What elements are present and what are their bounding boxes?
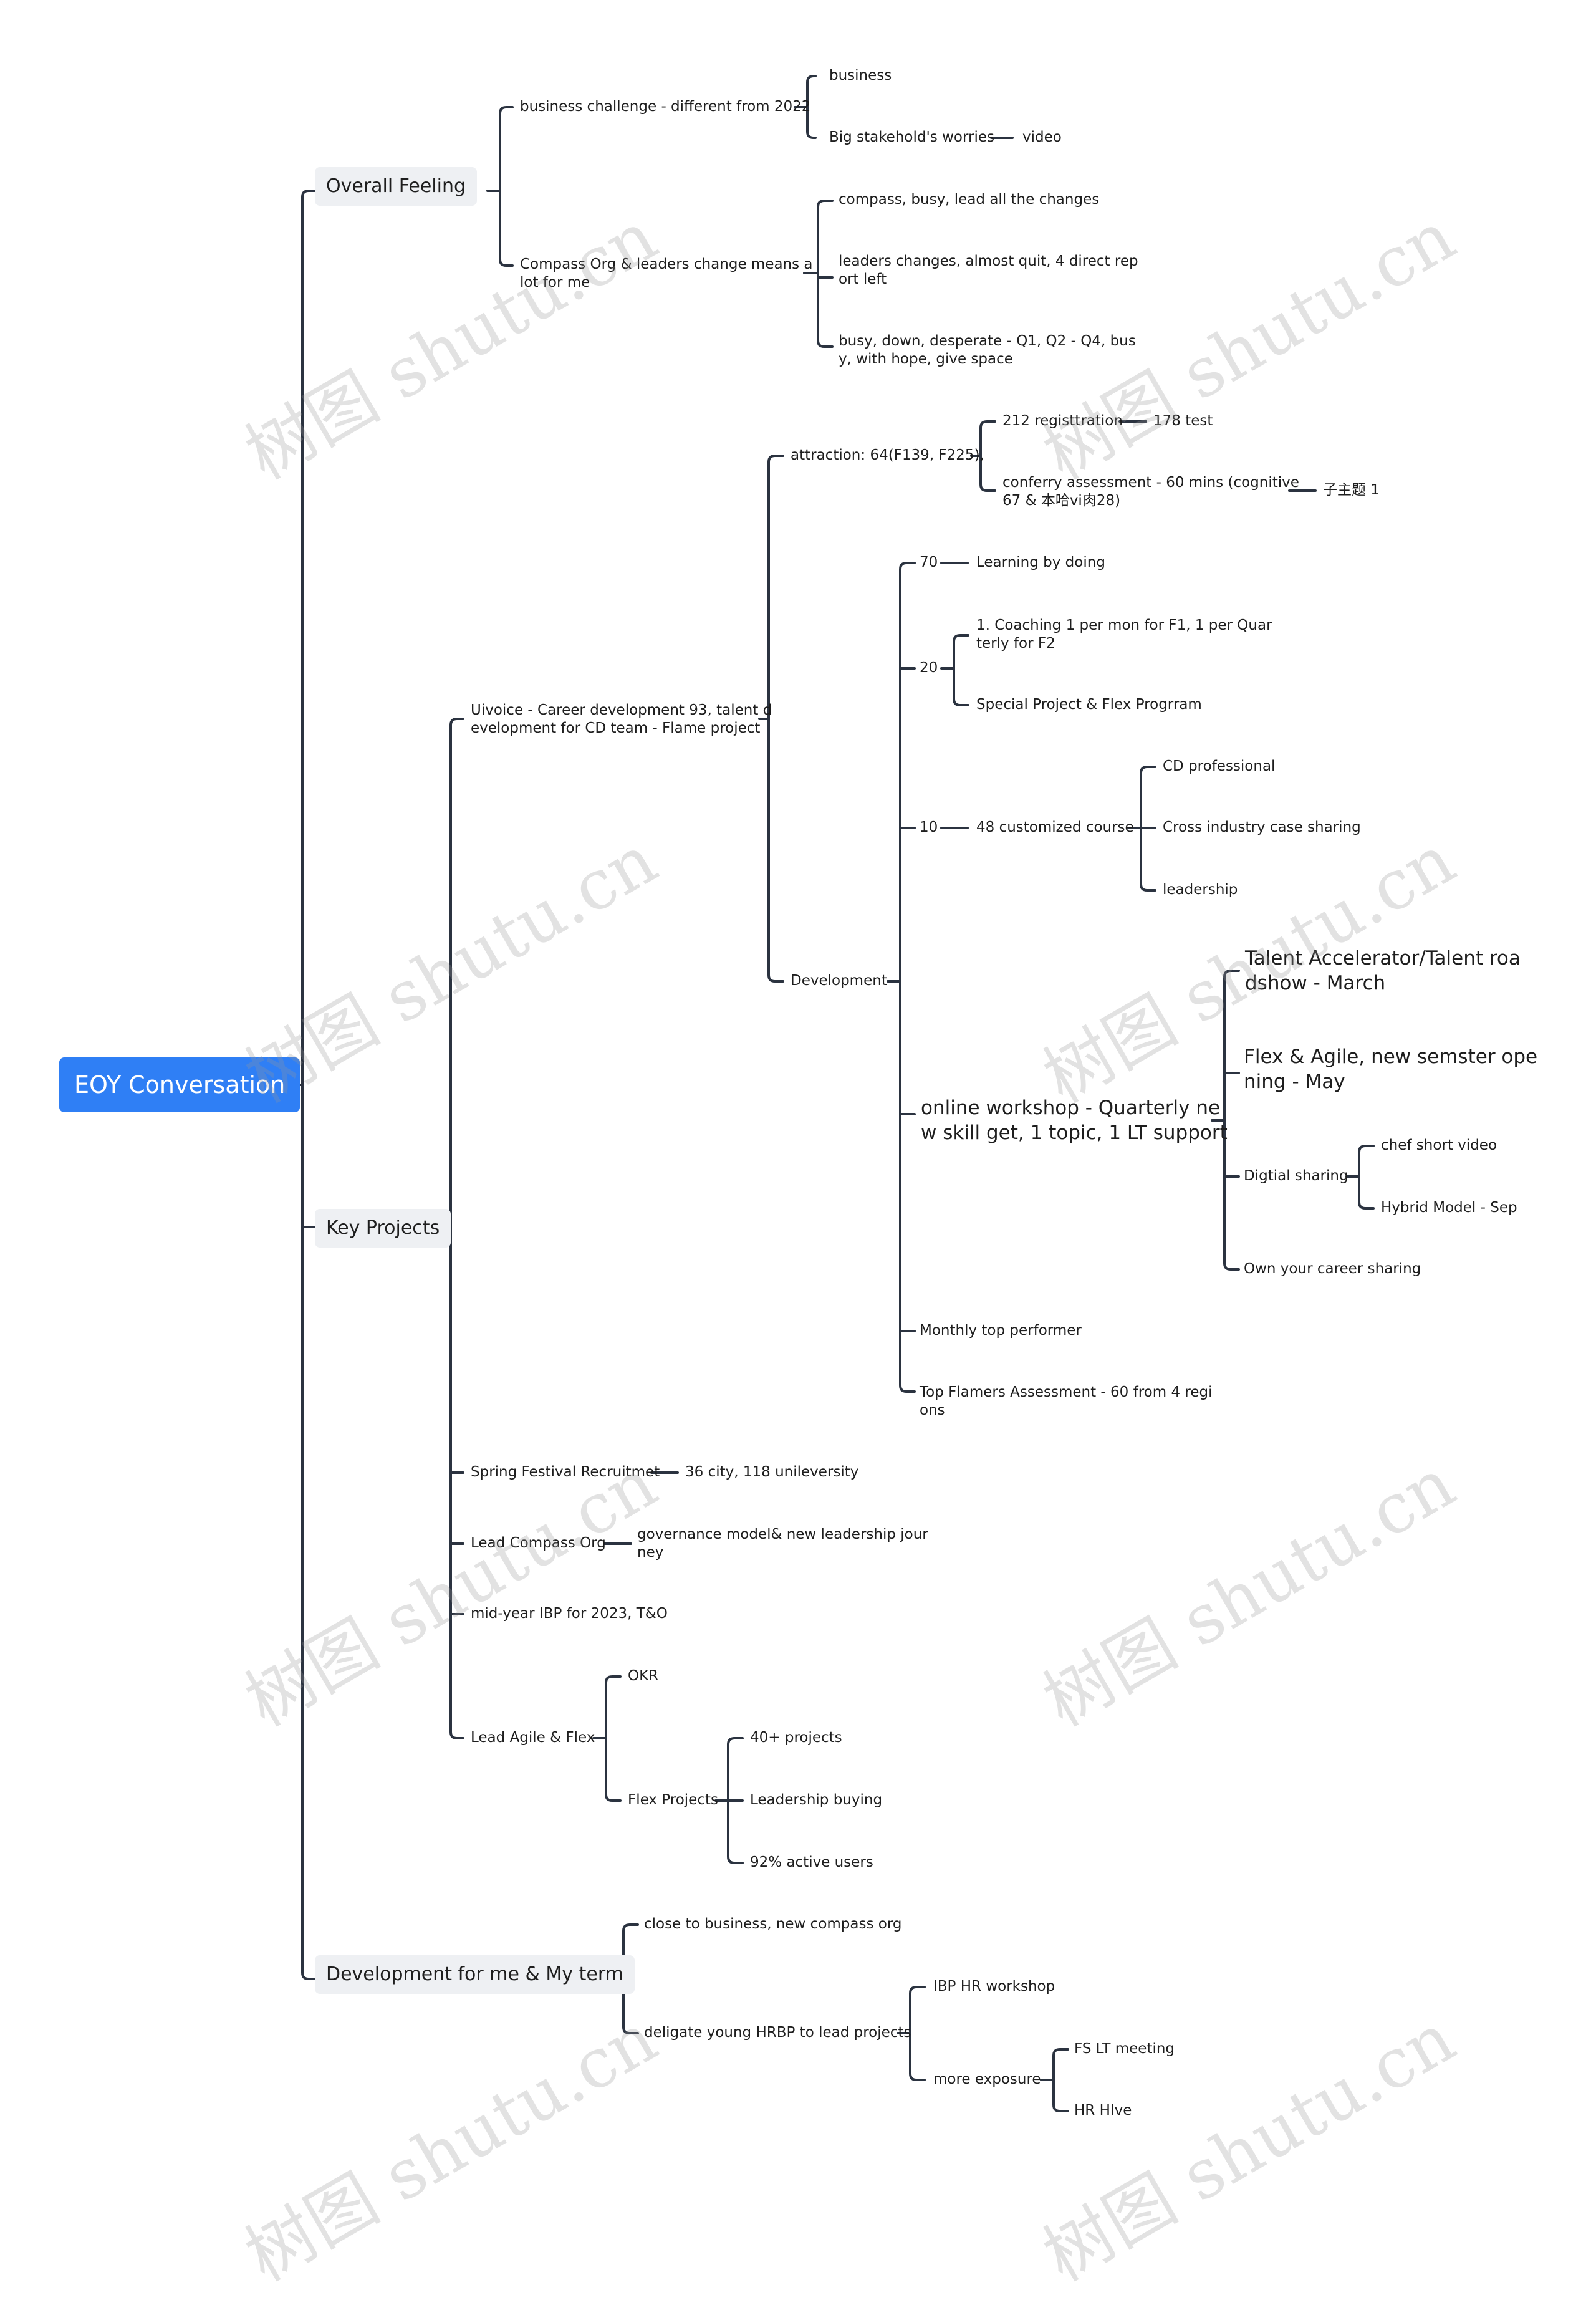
node-chef-video[interactable]: chef short video: [1381, 1137, 1497, 1153]
node-ibp-workshop[interactable]: IBP HR workshop: [933, 1978, 1055, 1994]
node-city-university[interactable]: 36 city, 118 unileversity: [685, 1464, 859, 1480]
node-okr[interactable]: OKR: [628, 1668, 659, 1684]
node-lead-compass[interactable]: Lead Compass Org: [471, 1535, 606, 1551]
node-video[interactable]: video: [1022, 129, 1062, 145]
node-monthly-top[interactable]: Monthly top performer: [920, 1322, 1082, 1339]
topic-development-for-me[interactable]: Development for me & My term: [315, 1955, 635, 1994]
node-20[interactable]: 20: [920, 660, 938, 676]
node-learning-by-doing[interactable]: Learning by doing: [976, 554, 1105, 570]
node-subtopic-1[interactable]: 子主题 1: [1323, 482, 1380, 498]
node-deligate-hrbp[interactable]: deligate young HRBP to lead projects: [644, 2024, 911, 2041]
node-attraction[interactable]: attraction: 64(F139, F225),: [791, 447, 984, 463]
node-40-projects[interactable]: 40+ projects: [750, 1730, 842, 1746]
node-compass-org-change[interactable]: Compass Org & leaders change means a lot…: [520, 256, 813, 291]
node-flex-projects[interactable]: Flex Projects: [628, 1792, 718, 1808]
node-top-flamers[interactable]: Top Flamers Assessment - 60 from 4 regi …: [920, 1384, 1213, 1418]
node-hr-hive[interactable]: HR HIve: [1074, 2102, 1132, 2119]
mind-map-canvas: EOY Conversation Overall Feeling busines…: [59, 67, 1538, 2296]
node-business[interactable]: business: [829, 67, 892, 84]
node-uivoice[interactable]: Uivoice - Career development 93, talent …: [471, 702, 772, 736]
node-fs-lt-meeting[interactable]: FS LT meeting: [1074, 2041, 1175, 2057]
node-active-users[interactable]: 92% active users: [750, 1854, 873, 1870]
node-compass-item-2[interactable]: leaders changes, almost quit, 4 direct r…: [839, 253, 1138, 287]
topic-overall-feeling[interactable]: Overall Feeling: [315, 167, 478, 206]
node-online-workshop[interactable]: online workshop - Quarterly ne w skill g…: [921, 1097, 1228, 1144]
node-own-career[interactable]: Own your career sharing: [1244, 1261, 1421, 1277]
node-more-exposure[interactable]: more exposure: [933, 2071, 1041, 2087]
node-hybrid-model[interactable]: Hybrid Model - Sep: [1381, 1200, 1517, 1216]
node-compass-item-3[interactable]: busy, down, desperate - Q1, Q2 - Q4, bus…: [839, 333, 1136, 367]
node-registration[interactable]: 212 registtration: [1002, 413, 1123, 429]
node-70[interactable]: 70: [920, 554, 938, 570]
node-special-project[interactable]: Special Project & Flex Progrram: [976, 696, 1202, 713]
node-compass-item-1[interactable]: compass, busy, lead all the changes: [839, 191, 1100, 208]
node-stakeholder-worries[interactable]: Big stakehold's worries: [829, 129, 994, 145]
node-customized-course[interactable]: 48 customized course: [976, 819, 1134, 835]
node-business-challenge[interactable]: business challenge - different from 2022: [520, 99, 811, 115]
node-development[interactable]: Development: [791, 973, 887, 989]
node-leadership[interactable]: leadership: [1163, 882, 1238, 898]
node-governance-model[interactable]: governance model& new leadership jour ne…: [637, 1526, 928, 1561]
node-talent-accelerator[interactable]: Talent Accelerator/Talent roa dshow - Ma…: [1245, 947, 1521, 994]
node-coaching[interactable]: 1. Coaching 1 per mon for F1, 1 per Quar…: [976, 617, 1272, 652]
node-cross-industry[interactable]: Cross industry case sharing: [1163, 819, 1361, 835]
node-mid-year-ibp[interactable]: mid-year IBP for 2023, T&O: [471, 1605, 668, 1622]
node-test[interactable]: 178 test: [1153, 413, 1213, 429]
node-leadership-buying[interactable]: Leadership buying: [750, 1792, 883, 1808]
topic-key-projects[interactable]: Key Projects: [315, 1209, 451, 1248]
node-close-to-business[interactable]: close to business, new compass org: [644, 1916, 902, 1932]
node-lead-agile[interactable]: Lead Agile & Flex: [471, 1730, 595, 1746]
node-digital-sharing[interactable]: Digtial sharing: [1244, 1168, 1348, 1184]
root-node[interactable]: EOY Conversation: [59, 1057, 300, 1112]
node-cd-professional[interactable]: CD professional: [1163, 758, 1276, 774]
node-10[interactable]: 10: [920, 819, 938, 835]
node-assessment[interactable]: conferry assessment - 60 mins (cognitive…: [1002, 474, 1299, 509]
node-flex-agile[interactable]: Flex & Agile, new semster ope ning - May: [1244, 1046, 1538, 1093]
node-spring-recruitment[interactable]: Spring Festival Recruitmet: [471, 1464, 660, 1480]
